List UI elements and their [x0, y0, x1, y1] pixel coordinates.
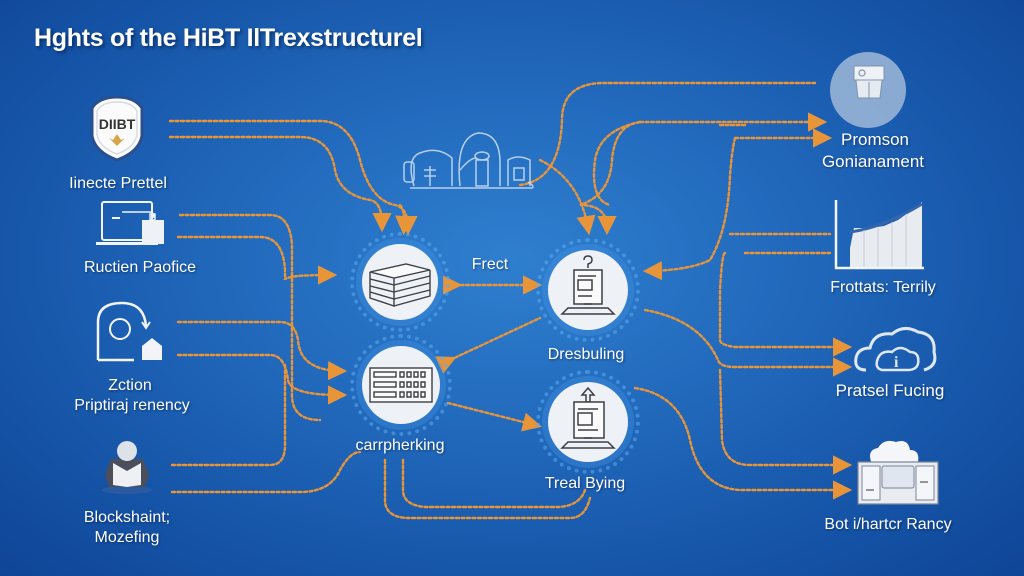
wire-loop-inner [401, 458, 587, 509]
label-frottats-terrily: Frottats: Terrily [830, 279, 936, 296]
cloud-info-icon: i [852, 320, 942, 376]
computer-upload-icon [560, 386, 616, 449]
server-rack-icon [369, 367, 433, 403]
badge-text: DIIBT [98, 116, 136, 132]
edge-label-frect: Frect [471, 256, 509, 273]
wire-diag-up [435, 316, 542, 374]
wire-cycle-2 [176, 353, 348, 405]
growth-chart-icon [832, 198, 928, 272]
computer-monitor-icon [560, 255, 616, 315]
svg-text:i: i [894, 354, 899, 371]
page-title: Hghts of the HiBT IlTrexstructurel [34, 24, 423, 52]
wire-diag-down [446, 401, 542, 432]
label-iinecte-prettel: Iinecte Prettel [69, 175, 167, 192]
label-zction: Zction [108, 377, 152, 394]
wire-block-2 [170, 450, 362, 494]
label-pratsel-fucing: Pratsel Fucing [835, 381, 945, 400]
wire-laptop-2 [176, 235, 338, 285]
label-treal-bying: Treal Bying [544, 475, 626, 492]
wire-cycle-1 [176, 320, 348, 381]
wire-block-1 [170, 363, 287, 467]
wire-dc-2 [633, 386, 853, 500]
label-promson: Promson [840, 130, 910, 149]
node-rack[interactable] [350, 334, 452, 436]
node-dashboard[interactable] [536, 238, 640, 342]
wire-cloud-1 [643, 308, 853, 377]
label-carrpherking: carrpherking [355, 437, 445, 454]
wire-dc-1 [718, 368, 853, 475]
wire-chart-2 [718, 251, 853, 357]
cloud-server-icon [856, 436, 940, 508]
wire-loop-outer [383, 458, 592, 520]
wire-net-down [395, 203, 415, 236]
shield-badge-icon: DIIBT [87, 94, 147, 164]
label-mozefing: Mozefing [94, 529, 160, 546]
refresh-house-icon [94, 300, 178, 364]
wire-laptop-1 [178, 213, 322, 422]
wire-badge-2 [168, 135, 392, 233]
wire-dash-1 [538, 158, 596, 236]
label-bot-hartcr-rancy: Bot i/hartcr Rancy [824, 516, 952, 533]
label-ructien-paofice: Ructien Paofice [83, 259, 197, 276]
wire-dash-2 [579, 120, 747, 228]
wire-net-right [518, 81, 817, 187]
label-dresbuling: Dresbuling [547, 346, 625, 363]
label-blockshaint: Blockshaint; [83, 509, 171, 526]
network-devices-sketch-icon [400, 118, 540, 198]
person-reading-icon [97, 437, 157, 495]
node-server-stack[interactable] [350, 232, 450, 332]
laptop-document-icon [96, 200, 176, 250]
label-gonianament: Gonianament [821, 152, 925, 171]
label-priptiraj-renency: Priptiraj renency [74, 397, 190, 414]
wire-gov-1 [592, 122, 820, 207]
box-circle-icon [828, 50, 908, 130]
wire-gov-3 [642, 136, 737, 281]
node-trade[interactable] [536, 370, 640, 474]
server-stack-icon [369, 263, 431, 307]
